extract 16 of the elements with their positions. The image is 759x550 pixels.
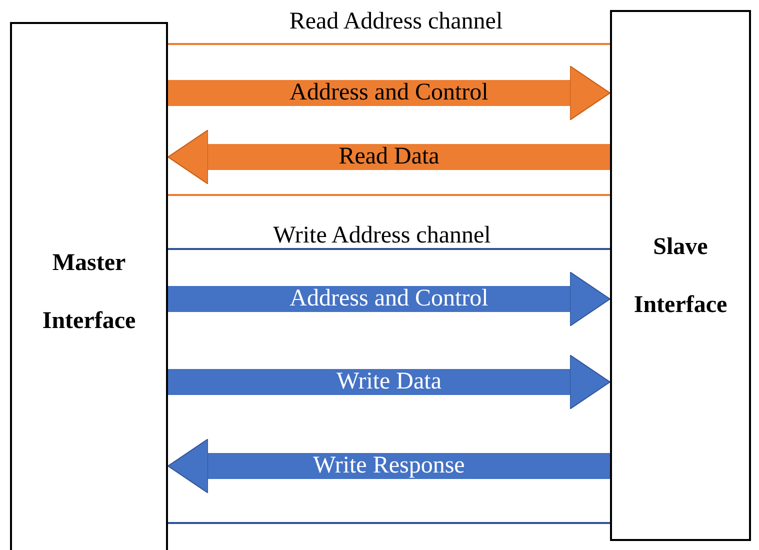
edge-label: Write Data: [336, 368, 442, 396]
interface-box: [610, 10, 751, 541]
block-arrow: [168, 130, 610, 184]
interface-name: Master Interface: [41, 249, 137, 336]
block-arrow: [168, 272, 610, 326]
edge-label: Address and Control: [290, 80, 488, 106]
block-arrow: [168, 438, 610, 494]
interface-name: Slave Interface: [632, 232, 728, 320]
block-arrow: [168, 66, 610, 120]
channel-label: Write Address channel: [273, 222, 491, 250]
edge-label: Address and Control: [290, 286, 488, 312]
interface-box: [10, 22, 168, 550]
block-arrow: [168, 354, 610, 410]
edge-label: Read Data: [338, 144, 440, 170]
edge-label: Write Response: [313, 452, 465, 480]
channel-label: Read Address channel: [289, 8, 503, 36]
